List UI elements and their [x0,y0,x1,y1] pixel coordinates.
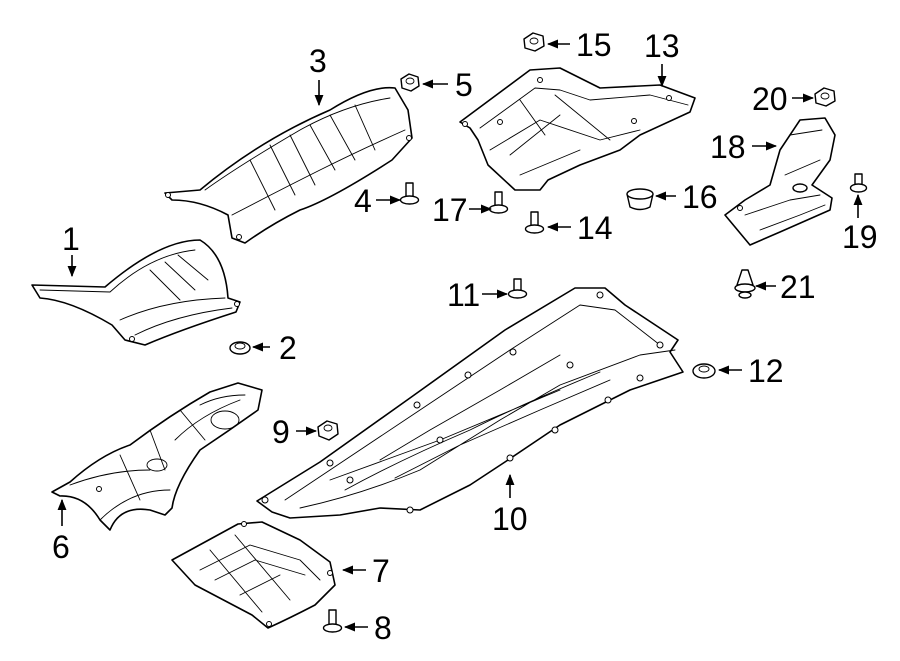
callout-11: 11 [447,277,480,313]
callout-5: 5 [455,67,473,103]
heat-shield-1 [31,239,241,346]
callout-16: 16 [682,179,718,215]
stud-19 [849,173,868,193]
underbody-shield-10 [256,287,684,519]
heat-shield-3 [164,86,413,244]
callout-21: 21 [780,269,816,305]
nut-9 [317,420,339,441]
push-clip-21 [734,269,756,299]
callout-2: 2 [279,330,297,366]
callout-6: 6 [52,529,70,565]
callout-8: 8 [374,610,392,646]
callout-14: 14 [577,210,613,246]
nut-15 [523,32,545,52]
callout-labels: 1 2 3 4 5 6 7 8 9 10 11 12 13 14 15 16 1… [52,27,878,646]
callout-3: 3 [309,43,327,79]
rear-shield-13 [459,67,696,191]
grommet-2 [229,341,251,355]
nut-5 [400,73,420,92]
stud-14 [524,211,545,234]
callout-10: 10 [492,501,528,537]
leader-lines [57,39,863,632]
stud-8 [322,609,343,633]
stud-17 [488,191,509,214]
clip-16 [626,188,654,211]
bracket-18 [724,117,836,246]
callout-17: 17 [432,192,468,228]
callout-9: 9 [272,414,290,450]
heat-shield-6 [51,382,263,531]
grommet-12 [692,363,716,379]
callout-4: 4 [354,183,372,219]
callout-12: 12 [748,353,784,389]
callout-13: 13 [644,28,680,64]
stud-4 [399,182,420,205]
callout-19: 19 [842,219,878,255]
nut-20 [814,87,836,107]
callout-18: 18 [710,129,746,165]
callout-15: 15 [576,27,612,63]
callout-1: 1 [62,221,80,257]
callout-20: 20 [752,81,788,117]
skid-plate-7 [171,521,336,629]
stud-11 [507,278,528,299]
callout-7: 7 [372,553,390,589]
